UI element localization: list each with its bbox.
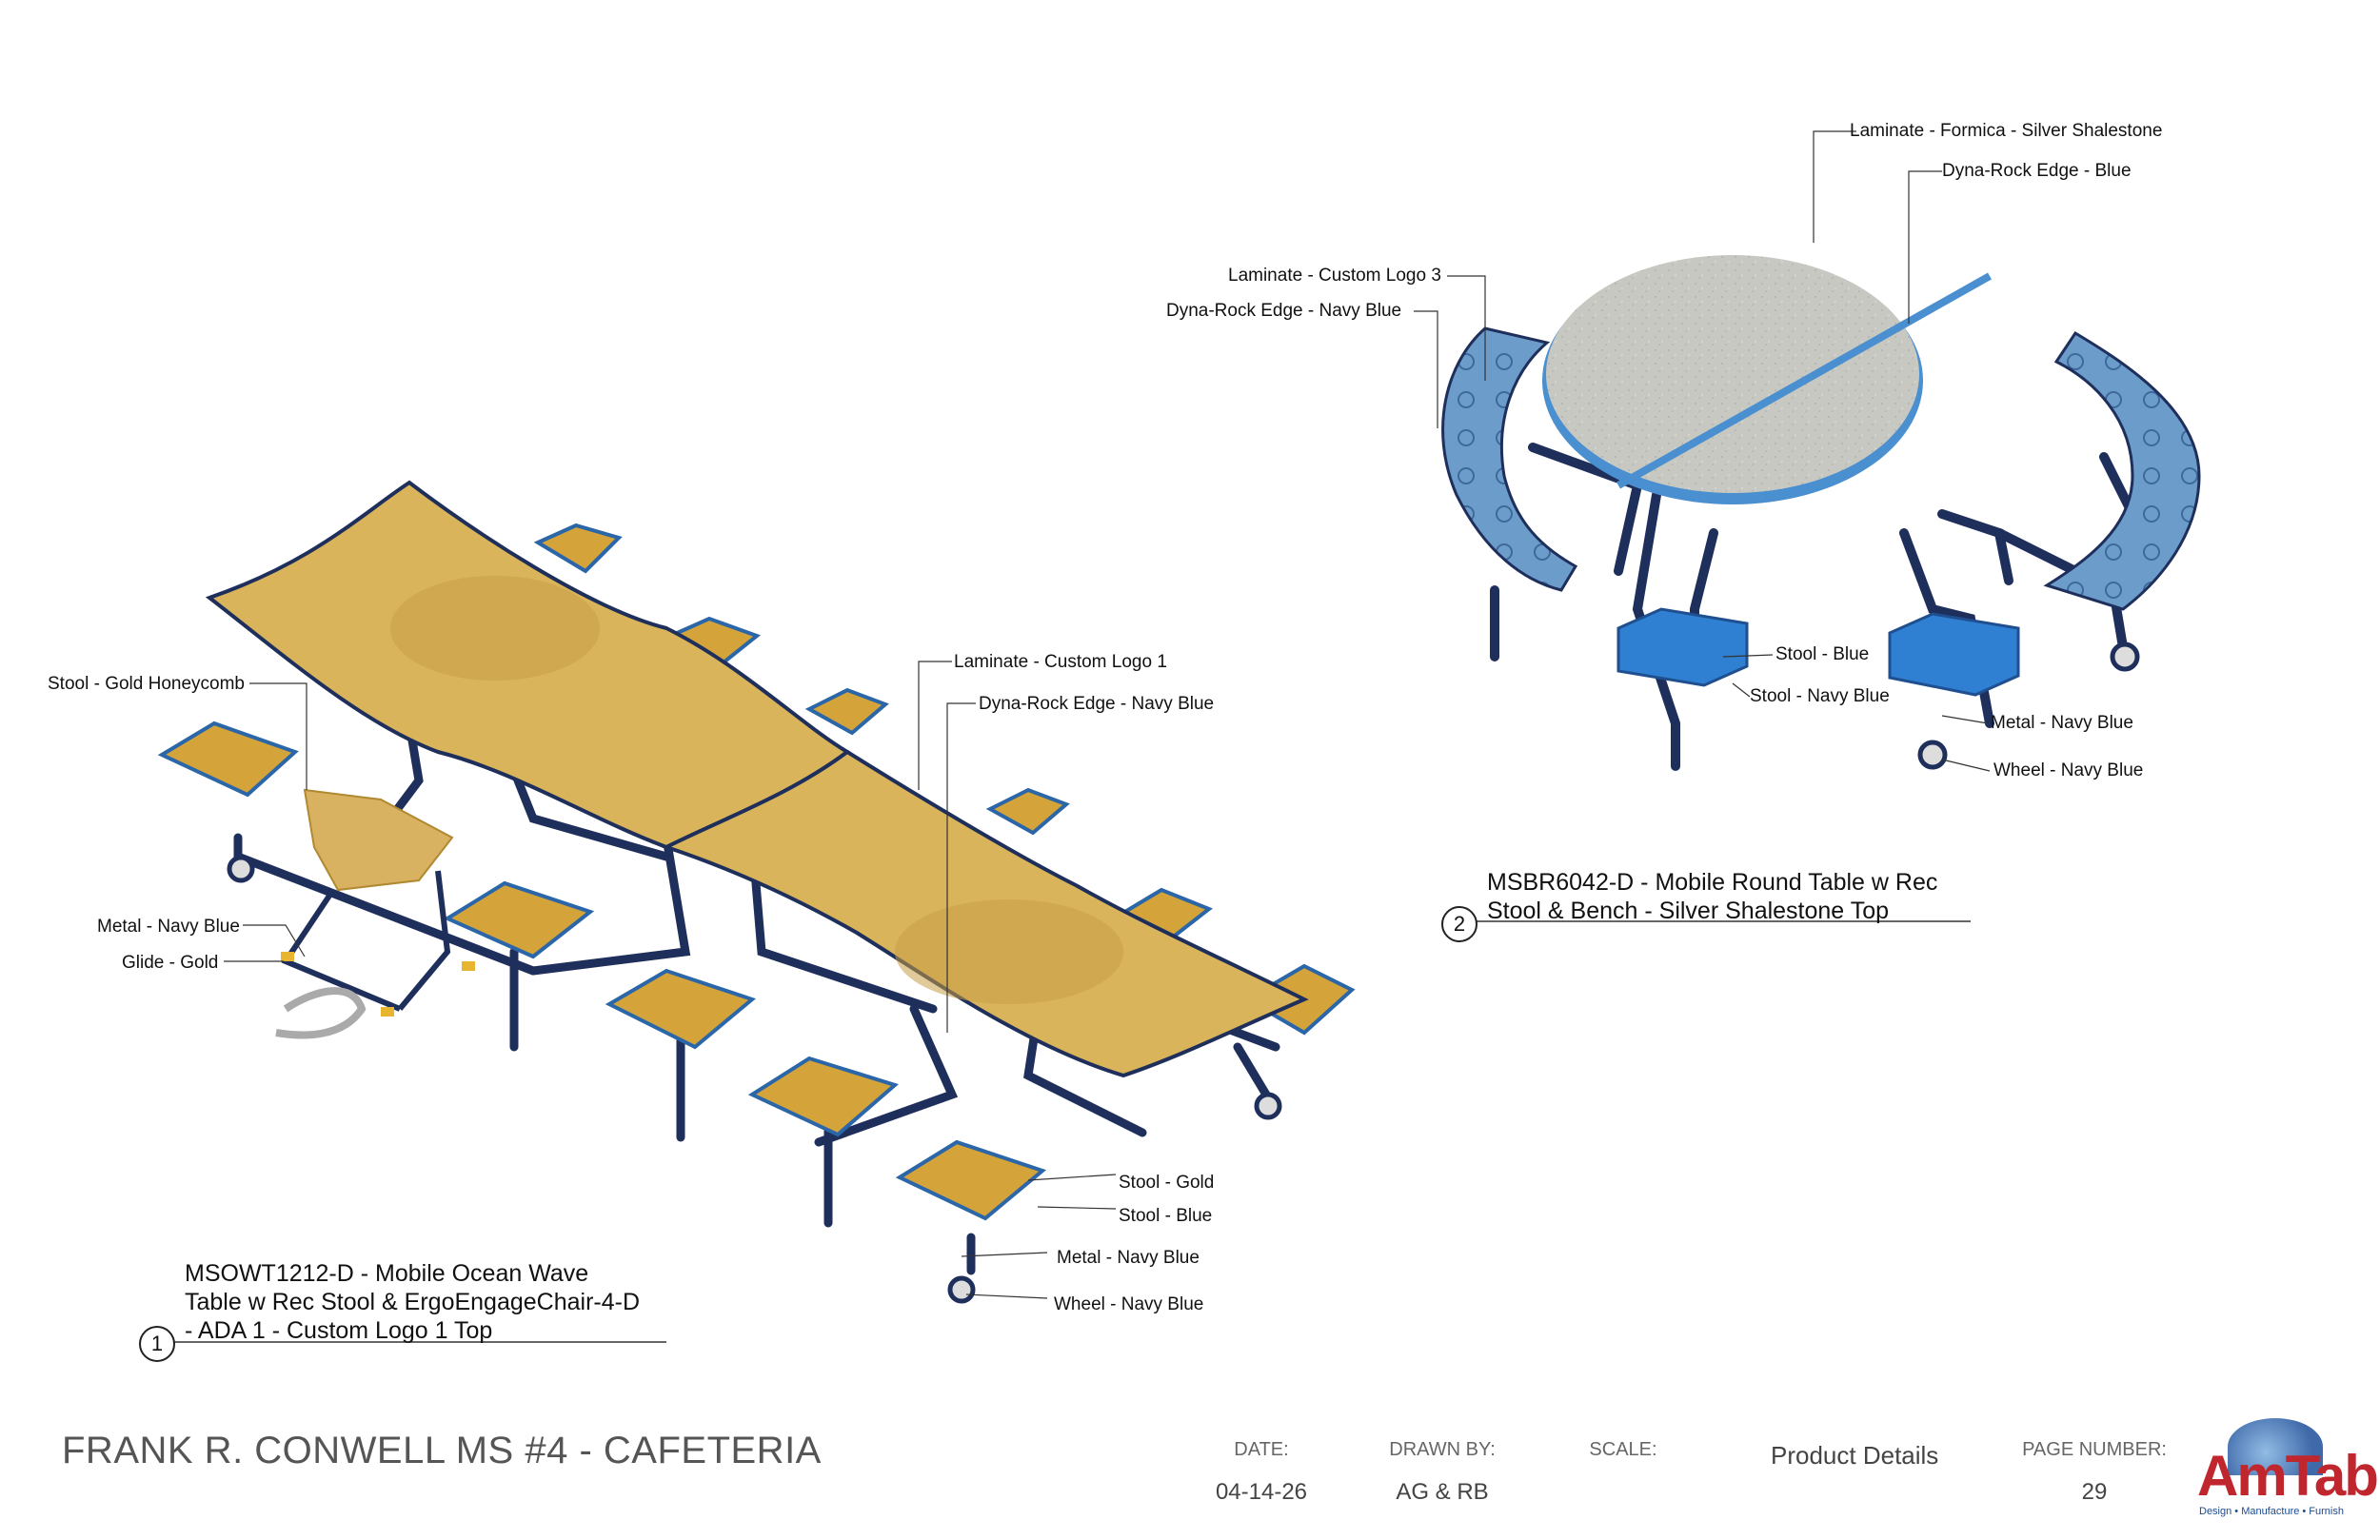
table1-description-line: Table w Rec Stool & ErgoEngageChair-4-D [185,1289,641,1315]
page-number-label: PAGE NUMBER: [2022,1439,2167,1460]
globe-icon [2228,1418,2323,1475]
table1-stools [157,523,1356,1221]
callout-stool-blue: Stool - Blue [1119,1206,1213,1226]
callout-wheel-navy-blue: Wheel - Navy Blue [1054,1294,1204,1314]
table1-top [205,480,1309,1078]
date-value: 04-14-26 [1215,1479,1308,1505]
callout-dyna-rock-edge-navy: Dyna-Rock Edge - Navy Blue [979,694,1215,714]
table1-description-line: - ADA 1 - Custom Logo 1 Top [185,1317,493,1344]
bench-left [1441,326,1578,592]
detail-number-2: 2 [1441,906,1478,942]
drawn-by-value: AG & RB [1396,1479,1489,1505]
table1-description-line: MSOWT1212-D - Mobile Ocean Wave [185,1260,589,1287]
callout-glide-gold: Glide - Gold [122,953,219,973]
bench-right [2043,330,2201,611]
date-label: DATE: [1234,1439,1289,1460]
logo-wordmark: AmTab [2197,1444,2379,1508]
callout-stool-blue-2: Stool - Blue [1775,644,1870,664]
callout-stool-navy-blue: Stool - Navy Blue [1750,686,1890,706]
table1-drawing [157,480,1356,1343]
table1-description: MSOWT1212-D - Mobile Ocean Wave Table w … [185,1259,640,1345]
callout-metal-navy-blue-2: Metal - Navy Blue [1057,1248,1200,1268]
callout-metal-navy-blue-3: Metal - Navy Blue [1991,713,2133,733]
sheet-title: Product Details [1771,1441,1939,1470]
table2-description-line: Stool & Bench - Silver Shalestone Top [1487,898,1890,924]
scale-label: SCALE: [1589,1439,1657,1460]
table2-drawing [1414,130,2201,922]
callout-stool-gold: Stool - Gold [1119,1173,1215,1193]
amtab-logo: AmTab Design • Manufacture • Furnish [2190,1418,2379,1517]
logo-tagline: Design • Manufacture • Furnish [2199,1506,2344,1517]
callout-laminate-custom-logo-1: Laminate - Custom Logo 1 [954,652,1167,672]
page-number-value: 29 [2081,1479,2108,1505]
table2-description: MSBR6042-D - Mobile Round Table w Rec St… [1487,868,1937,925]
drawn-by-label: DRAWN BY: [1389,1439,1496,1460]
callout-dyna-rock-edge-blue: Dyna-Rock Edge - Blue [1942,161,2132,181]
detail-number-1: 1 [139,1326,175,1362]
project-title: FRANK R. CONWELL MS #4 - CAFETERIA [62,1430,822,1471]
callout-laminate-formica-silver: Laminate - Formica - Silver Shalestone [1850,121,2163,141]
ergo-chair [275,788,475,1039]
table2-description-line: MSBR6042-D - Mobile Round Table w Rec [1487,869,1938,896]
callout-dyna-rock-edge-navy-2: Dyna-Rock Edge - Navy Blue [1166,301,1402,321]
callout-laminate-custom-logo-3: Laminate - Custom Logo 3 [1228,266,1441,286]
callout-stool-gold-honeycomb: Stool - Gold Honeycomb [48,674,245,694]
callout-metal-navy-blue: Metal - Navy Blue [97,917,240,937]
callout-wheel-navy-blue-2: Wheel - Navy Blue [1993,760,2144,780]
table2-top [1542,255,1992,504]
